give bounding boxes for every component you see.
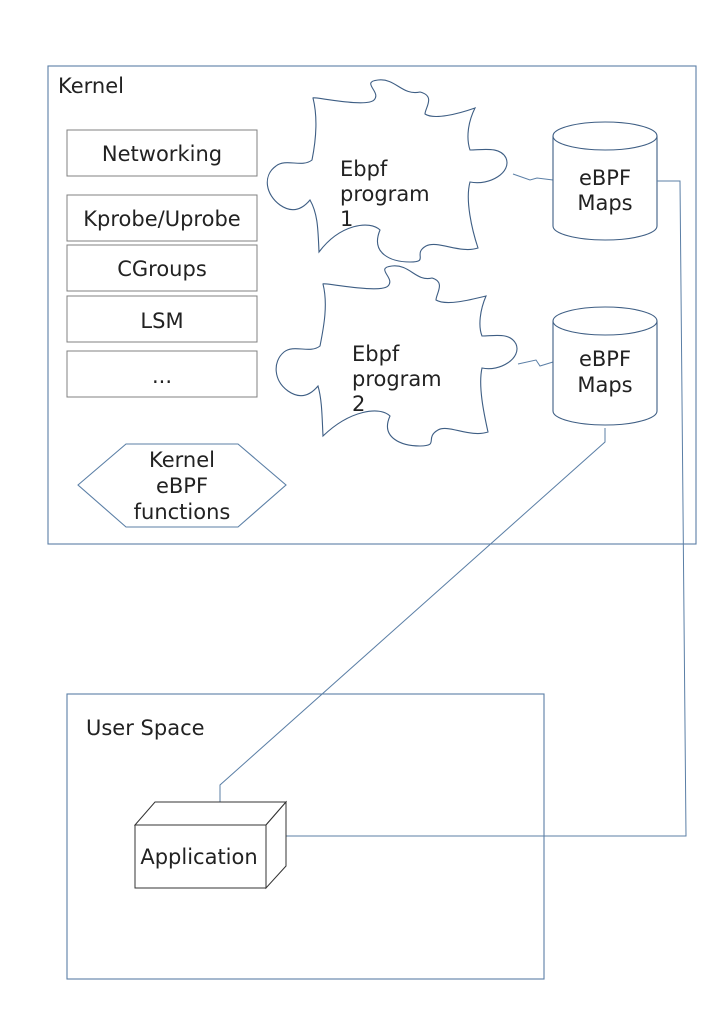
ebpf-program-1-puzzle-piece: Ebpf program 1 <box>266 79 508 263</box>
application-label: Application <box>140 845 257 869</box>
program-2-line-1: Ebpf <box>352 342 400 366</box>
kernel-label: Kernel <box>58 74 124 98</box>
program-2-line-2: program <box>352 367 442 391</box>
application-box: Application <box>133 800 288 890</box>
program-1-line-1: Ebpf <box>340 157 388 181</box>
program-1-to-map-1-connector <box>512 173 554 181</box>
ebpf-program-2-puzzle-piece: Ebpf program 2 <box>275 265 518 447</box>
program-1-line-2: program <box>340 182 430 206</box>
hook-box-networking: Networking <box>66 129 258 177</box>
functions-label-line-1: Kernel <box>149 448 215 472</box>
hook-box-more: ... <box>66 350 258 398</box>
hook-box-cgroups: CGroups <box>66 244 258 292</box>
maps-1-line-1: eBPF <box>579 166 631 190</box>
maps-2-line-2: Maps <box>577 373 632 397</box>
hook-box-label: Kprobe/Uprobe <box>83 207 240 231</box>
functions-label-line-3: functions <box>134 500 231 524</box>
hook-box-label: ... <box>152 364 172 388</box>
map-1-to-application-connector <box>286 180 687 837</box>
program-2-to-map-2-connector <box>517 359 554 367</box>
user-space-label: User Space <box>86 716 205 740</box>
program-1-line-3: 1 <box>340 207 353 231</box>
hook-box-label: CGroups <box>117 257 207 281</box>
kernel-ebpf-functions-hexagon: Kernel eBPF functions <box>77 443 287 528</box>
hook-box-kprobe-uprobe: Kprobe/Uprobe <box>66 194 258 242</box>
maps-2-line-1: eBPF <box>579 347 631 371</box>
functions-label-line-2: eBPF <box>156 474 208 498</box>
hook-box-label: Networking <box>102 142 222 166</box>
map-2-to-application-connector <box>219 428 606 802</box>
kernel-frame <box>47 65 697 545</box>
program-2-line-3: 2 <box>352 392 365 416</box>
hook-box-lsm: LSM <box>66 295 258 343</box>
ebpf-maps-2-cylinder: eBPF Maps <box>552 306 658 426</box>
hook-box-label: LSM <box>140 309 183 333</box>
ebpf-maps-1-cylinder: eBPF Maps <box>552 121 658 241</box>
maps-1-line-2: Maps <box>577 191 632 215</box>
